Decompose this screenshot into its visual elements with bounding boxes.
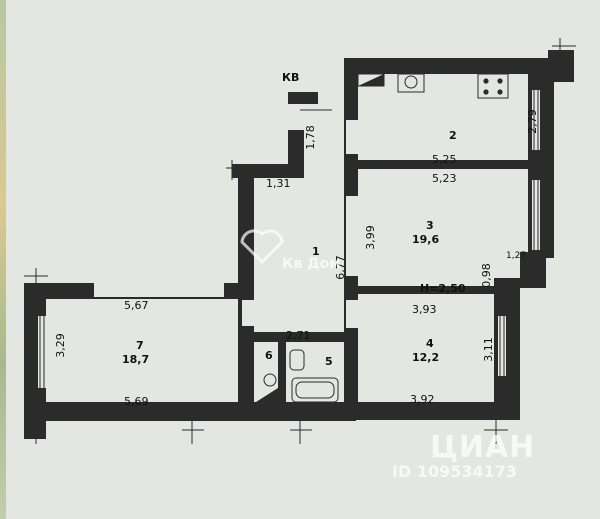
window-frames xyxy=(39,90,539,388)
window-room4 xyxy=(498,316,506,376)
dimension-ticks xyxy=(24,38,576,444)
dim-5-69: 5,69 xyxy=(124,395,149,408)
ceiling-height: H=2,50 xyxy=(420,282,466,295)
watermark-logo-icon xyxy=(240,229,284,265)
wall-right-upper xyxy=(528,58,554,258)
wall-room2-3 xyxy=(344,160,532,169)
door-entrance xyxy=(288,104,304,130)
dim-5-25: 5,25 xyxy=(432,153,457,166)
wall-bottom-right xyxy=(354,402,520,420)
room-3-label: 3 xyxy=(426,219,434,232)
wall-bottom-left xyxy=(24,402,356,421)
dim-5-23: 5,23 xyxy=(432,172,457,185)
room-3-area: 19,6 xyxy=(412,233,440,246)
wall-room3-4 xyxy=(344,286,504,294)
door-room2 xyxy=(346,120,358,154)
kitchen-fixtures xyxy=(357,73,509,99)
wall-hall-top xyxy=(232,164,298,178)
dim-3-99: 3,99 xyxy=(363,225,377,250)
plan-sheet xyxy=(6,0,600,519)
dim-1-31: 1,31 xyxy=(266,177,291,190)
dim-2-71: 2,71 xyxy=(286,329,311,342)
room-5-label: 5 xyxy=(325,355,333,368)
dim-1-78: 1,78 xyxy=(303,125,317,150)
room-2-label: 2 xyxy=(449,129,457,142)
room-7-area: 18,7 xyxy=(122,353,150,366)
window-room3 xyxy=(532,180,540,250)
room-6-label: 6 xyxy=(265,349,273,362)
dim-1-27: 1,27 xyxy=(506,251,527,261)
room-4-label: 4 xyxy=(426,337,434,350)
openings xyxy=(38,90,540,388)
door-room3 xyxy=(346,196,358,276)
dim-3-93: 3,93 xyxy=(412,303,437,316)
apartment-code: КВ xyxy=(282,71,300,84)
dim-3-29: 3,29 xyxy=(53,333,67,358)
wall-top xyxy=(344,58,556,74)
window-room2 xyxy=(532,90,540,150)
wall-right-step xyxy=(520,252,546,288)
wall-bath-divider xyxy=(278,332,286,406)
wall-right-lower xyxy=(494,278,520,418)
room7-top-inner xyxy=(94,283,224,297)
room-7-label: 7 xyxy=(136,339,144,352)
photo-edge xyxy=(0,0,6,519)
watermark-listing-id: ID 109534173 xyxy=(392,462,517,481)
room-1-label: 1 xyxy=(312,245,320,258)
wall-entry-stub xyxy=(288,92,318,104)
dim-0-98: 0,98 xyxy=(479,263,493,288)
watermark-brand: ЦИАН xyxy=(430,430,536,465)
window-room7 xyxy=(38,316,46,388)
room-4-area: 12,2 xyxy=(412,351,440,364)
dim-3-11: 3,11 xyxy=(481,337,495,362)
wall-hall-left xyxy=(238,164,254,409)
dim-3-92: 3,92 xyxy=(410,393,435,406)
door-room7 xyxy=(242,300,254,326)
watermark-logo-text: Кв Дом xyxy=(282,256,341,272)
wall-bath-top xyxy=(250,332,348,342)
bath-fixtures xyxy=(256,349,339,403)
dim-5-67: 5,67 xyxy=(124,299,149,312)
door-room4 xyxy=(346,300,358,328)
dim-2-79: 2,79 xyxy=(525,109,539,134)
